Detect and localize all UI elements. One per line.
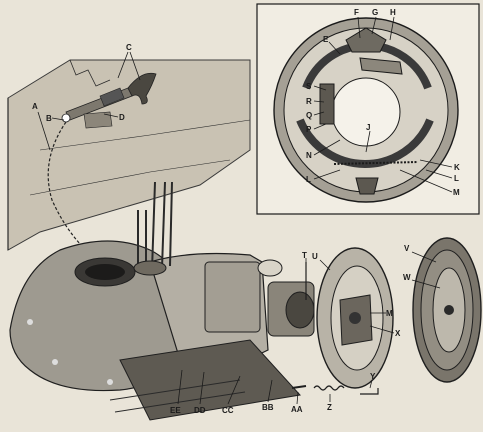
callout-S: S [306,82,312,91]
brake-backing-plate [316,247,394,389]
brake-drum [412,237,482,383]
callout-P: P [306,125,312,134]
callout-A: A [32,102,38,111]
callout-CC: CC [222,406,234,415]
callout-H: H [390,8,396,17]
hand-brake-lever [61,72,157,129]
callout-N: N [306,151,312,160]
inset-detail [256,3,480,215]
callout-BB: BB [262,403,274,412]
callout-K: K [454,163,460,172]
callout-Q: Q [306,111,312,120]
callout-L-right: L [454,174,459,183]
callout-U: U [312,252,318,261]
transmission-mount-underside [109,339,301,421]
callout-EE: EE [170,406,181,415]
parking-brake-drum-assembly [267,262,315,337]
callout-C: C [126,43,132,52]
callout-T: T [302,251,307,260]
callout-Z: Z [327,403,332,412]
callout-X: X [395,329,401,338]
loose-parts [291,385,379,395]
clutch-housing [9,240,186,392]
callout-Y: Y [370,372,376,381]
callout-E: E [323,35,329,44]
leader-lines [37,16,453,405]
callout-L-left: L [306,175,311,184]
callout-labels: A B C D E F G H S R Q P N J K L L M U T … [32,8,460,415]
callout-W: W [403,273,411,282]
callout-J: J [366,123,370,132]
floor-panel-illustration [7,59,251,251]
callout-V: V [404,244,410,253]
callout-G: G [372,8,378,17]
transmission-case [149,252,283,364]
callout-M-inset: M [453,188,460,197]
callout-D: D [119,113,125,122]
shift-cables [133,181,173,276]
callout-R: R [306,97,312,106]
callout-AA: AA [291,405,303,414]
callout-DD: DD [194,406,206,415]
callout-F: F [354,8,359,17]
callout-B: B [46,114,52,123]
callout-M-main: M [386,309,393,318]
